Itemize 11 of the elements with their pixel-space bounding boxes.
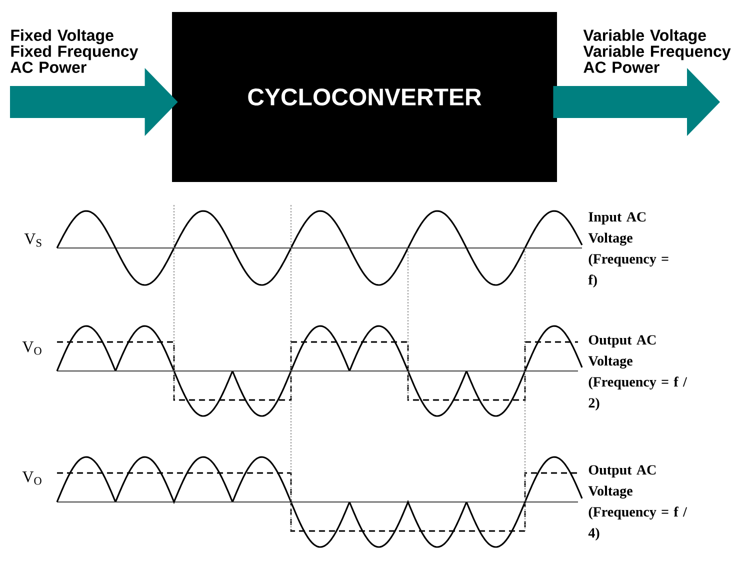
arrow-caption: Variable Voltage Variable Frequency AC Power bbox=[583, 29, 731, 73]
waveform-caption: Input AC Voltage (Frequency = f) bbox=[588, 212, 668, 288]
arrow bbox=[553, 68, 720, 136]
axis-label: V$_{S}$ bbox=[24, 234, 42, 247]
arrow-caption: Fixed Voltage Fixed Frequency AC Power bbox=[10, 29, 138, 73]
waveform-caption: Output AC Voltage (Frequency = f / 4) bbox=[588, 465, 688, 540]
arrow bbox=[10, 68, 178, 136]
axis-label: V$_{O}$ bbox=[22, 342, 42, 355]
waveform-caption: Output AC Voltage (Frequency = f / 2) bbox=[588, 335, 688, 410]
process-box: CYCLOCONVERTER bbox=[172, 12, 557, 182]
axis-label: V$_{O}$ bbox=[22, 472, 42, 485]
